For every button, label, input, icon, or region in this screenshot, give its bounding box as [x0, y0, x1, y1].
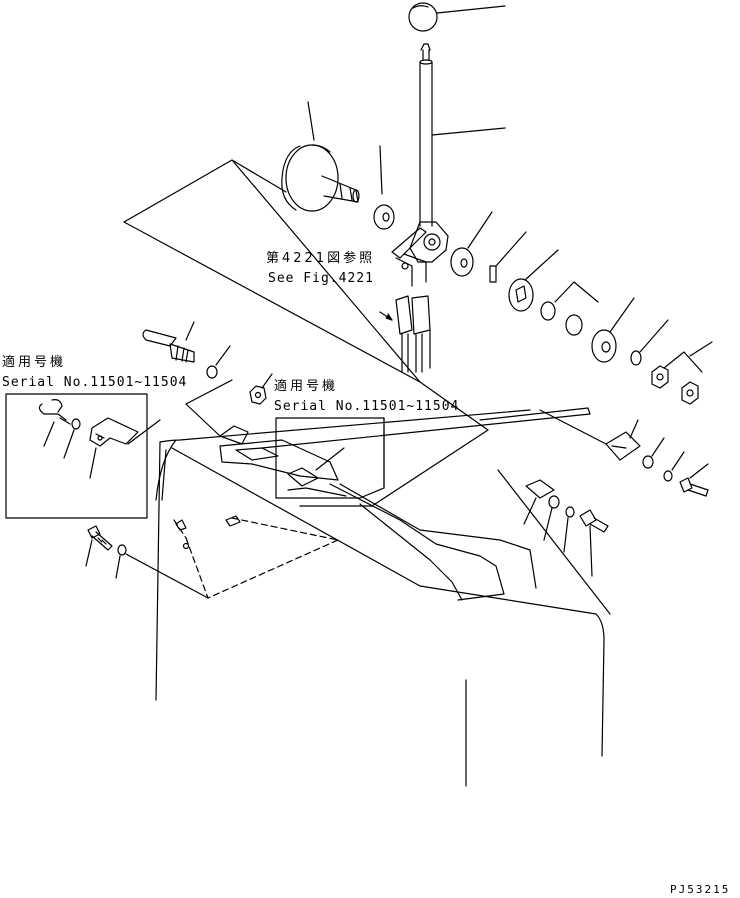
lever-lower-rods — [379, 295, 431, 373]
lever-knob — [408, 2, 506, 32]
disc-1 — [373, 145, 395, 230]
washer-pair-a — [540, 281, 599, 336]
washer-b — [630, 319, 669, 366]
nut-pair — [651, 341, 713, 405]
cover-dashed — [173, 517, 339, 599]
nut-c — [249, 373, 273, 405]
lever-rod — [419, 43, 506, 227]
washer-c — [206, 345, 231, 379]
serial-center-en: Serial No.11501~11504 — [274, 399, 460, 414]
disc-3 — [508, 249, 559, 312]
serial-box-center-frame — [275, 417, 385, 499]
disc-2 — [450, 211, 493, 277]
ref-note-en: See Fig.4221 — [268, 271, 374, 286]
disc-4 — [591, 297, 635, 363]
bolt-lower-left — [85, 525, 209, 599]
lever-bracket — [391, 221, 449, 287]
ref-note-jp: 第4221図参照 — [266, 251, 376, 266]
drawing-code: PJ53215 — [670, 883, 731, 896]
clip-left — [89, 417, 161, 479]
grip-stud — [142, 321, 195, 363]
serial-left-jp: 適用号機 — [2, 355, 67, 370]
plate-right-lower — [523, 479, 609, 577]
plate-right-upper — [539, 409, 709, 497]
hub-with-shaft — [281, 101, 360, 212]
bracket-center — [219, 425, 347, 497]
console-body — [155, 407, 611, 787]
key-pin — [489, 231, 527, 283]
bracket-plate-outline — [123, 159, 489, 507]
serial-box-left-frame — [5, 393, 148, 519]
serial-left-en: Serial No.11501~11504 — [2, 375, 188, 390]
wing-bolt-left — [38, 399, 81, 459]
long-guide-lines — [123, 159, 421, 437]
cover-holes — [175, 515, 241, 550]
serial-center-jp: 適用号機 — [274, 379, 339, 394]
